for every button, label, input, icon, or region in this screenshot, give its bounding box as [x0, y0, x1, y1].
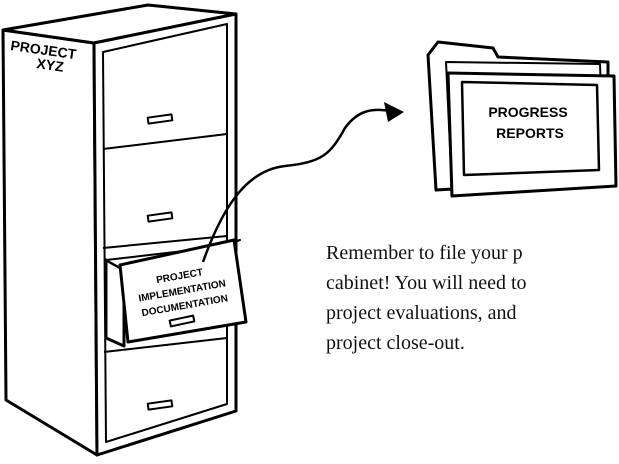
caption-line-4: project close-out.	[326, 328, 619, 358]
caption-line-3: project evaluations, and	[326, 298, 619, 328]
caption-line-2: cabinet! You will need to	[326, 268, 619, 298]
progress-label-line2: REPORTS	[496, 125, 564, 141]
cabinet-front-inner	[103, 24, 227, 442]
cabinet-side-panel	[3, 30, 97, 455]
arrowhead-icon	[384, 102, 404, 122]
filing-cabinet	[3, 5, 246, 455]
reminder-caption: Remember to file your p cabinet! You wil…	[326, 238, 619, 358]
progress-label-line1: PROGRESS	[488, 104, 567, 120]
caption-line-1: Remember to file your p	[326, 238, 619, 268]
